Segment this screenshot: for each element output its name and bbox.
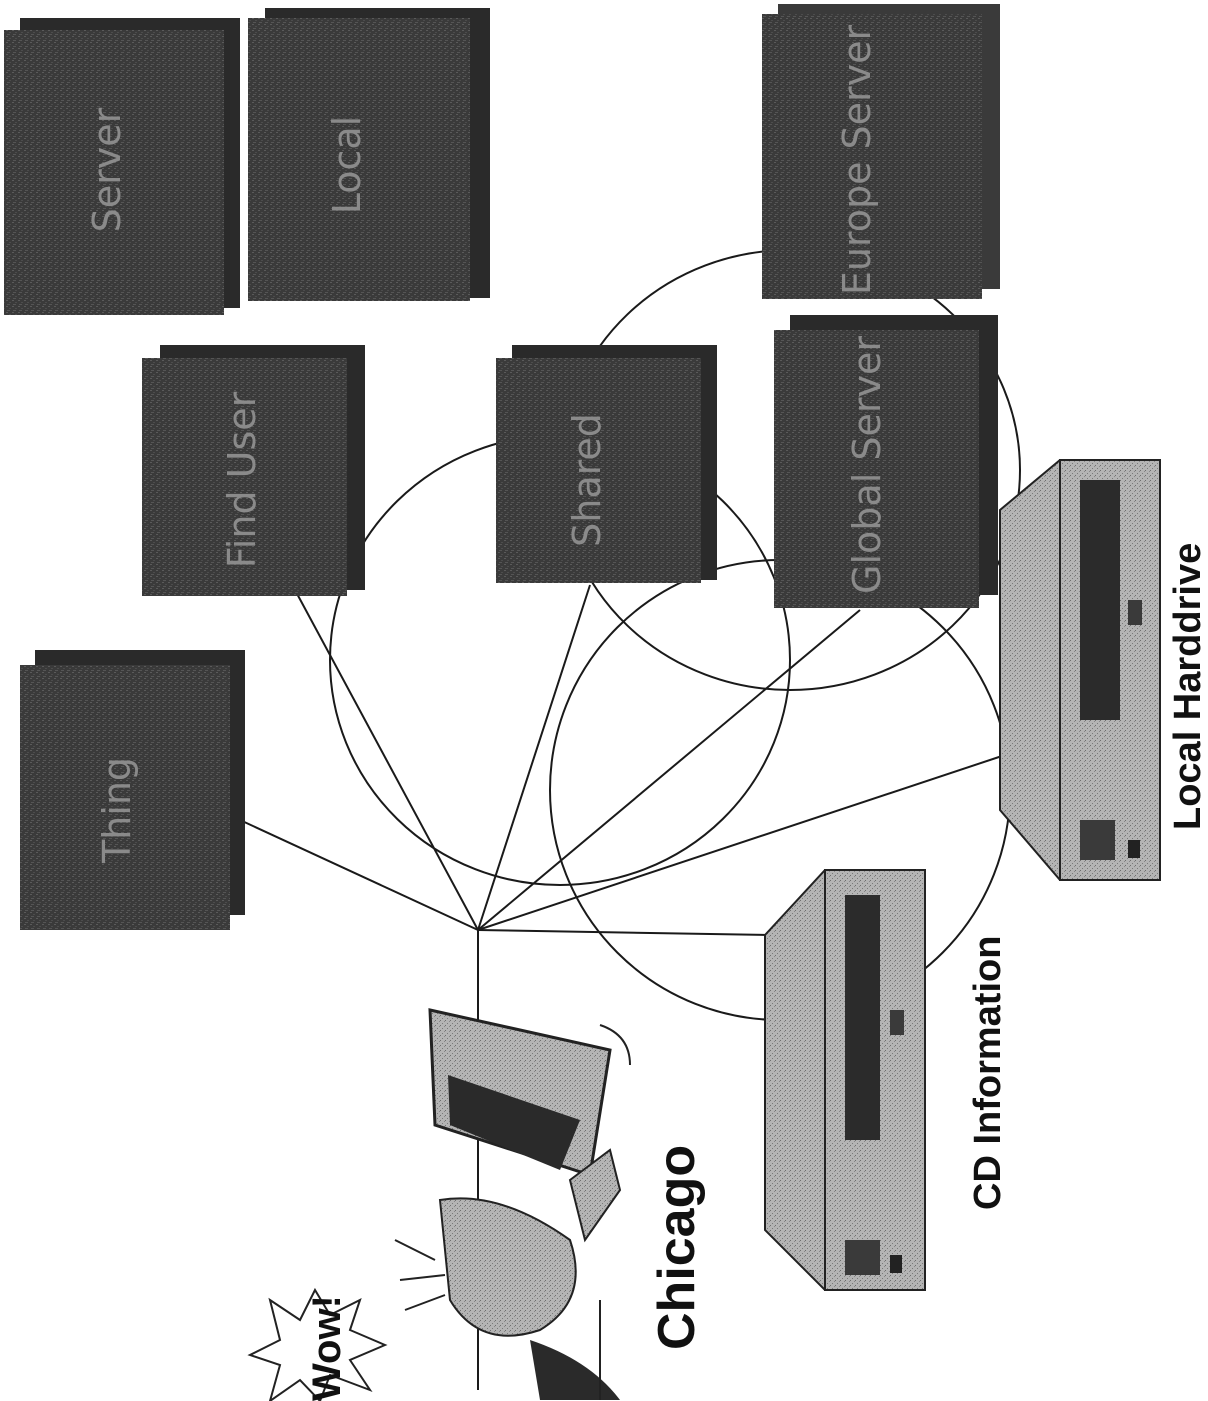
panel-1-text: Thing: [95, 757, 139, 864]
panel-3-text: Shared: [565, 413, 609, 547]
panel-2-text: Find User: [220, 391, 264, 568]
panel-6-text: Global Server: [845, 336, 889, 594]
panel-find-user[interactable]: Find User: [142, 345, 365, 596]
connection-lines: [239, 584, 1006, 1390]
chicago-label: Chicago: [648, 1145, 706, 1350]
cd-information-label: CD Information: [967, 936, 1009, 1210]
panel-global-server[interactable]: Global Server: [774, 315, 998, 608]
panel-4-text: Server: [85, 107, 129, 232]
panel-server[interactable]: Server: [4, 18, 240, 315]
person-at-computer: [394, 1008, 631, 1400]
local-harddrive-icon[interactable]: [999, 459, 1161, 881]
panel-7-text: Europe Server: [835, 24, 879, 295]
panel-5-text: Local: [325, 116, 369, 215]
panel-shared[interactable]: Shared: [496, 345, 717, 583]
wow-label: Wow!: [305, 1295, 349, 1401]
panel-europe-server[interactable]: Europe Server: [762, 4, 1000, 299]
panel-thing[interactable]: Thing: [20, 650, 245, 930]
cd-drive-icon[interactable]: [764, 869, 926, 1291]
panel-local[interactable]: Local: [248, 8, 490, 301]
wow-burst-icon: Wow!: [247, 1287, 388, 1401]
local-harddrive-label: Local Harddrive: [1167, 543, 1208, 830]
